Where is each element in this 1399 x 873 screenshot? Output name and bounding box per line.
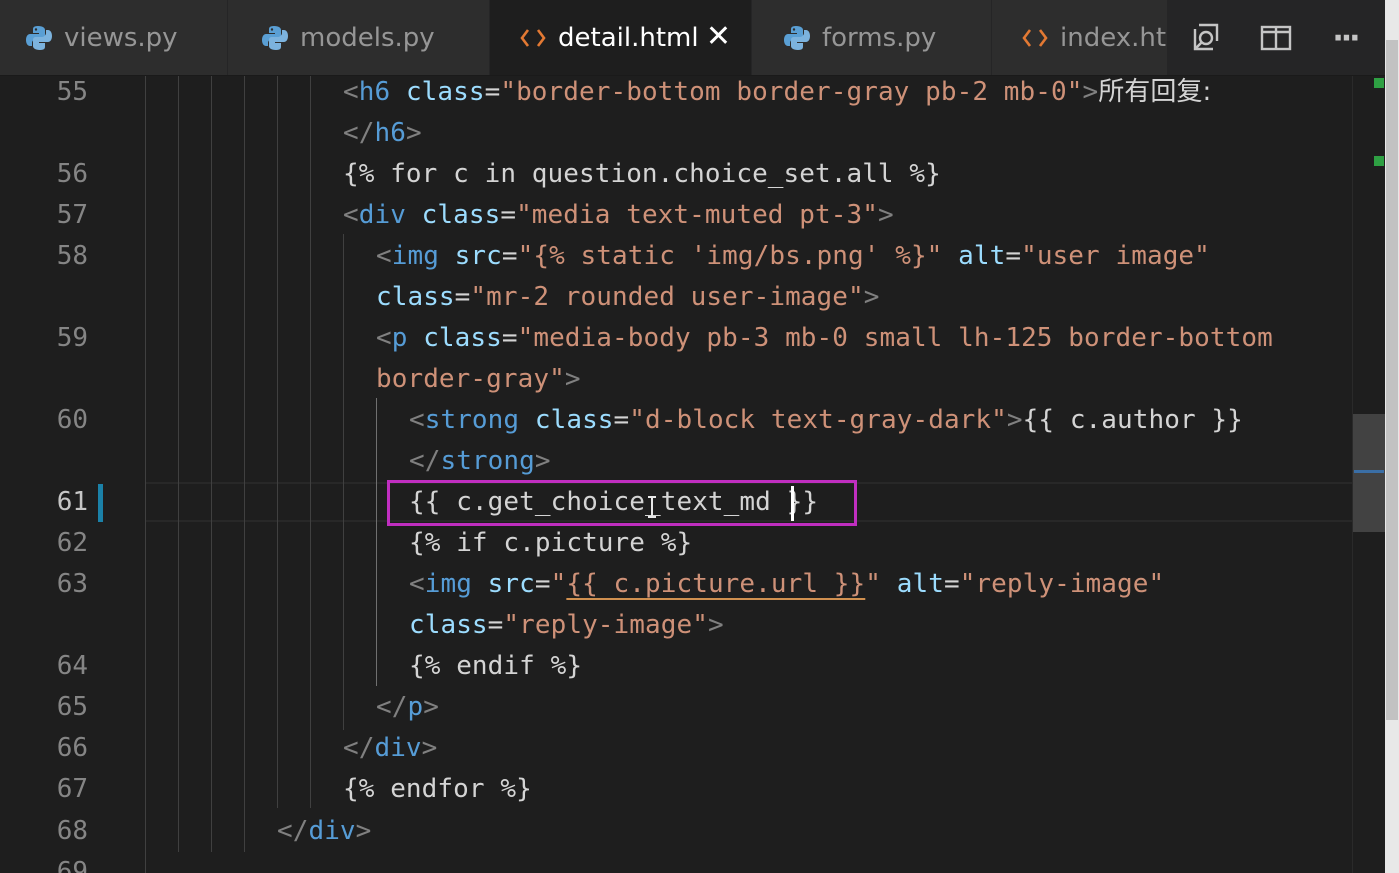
code-line-56: {% for c in question.choice_set.all %} (343, 159, 941, 189)
tab-forms-py[interactable]: forms.py (752, 0, 992, 75)
code-line-63: <img src="{{ c.picture.url }}" alt="repl… (409, 569, 1165, 599)
line-number: 55 (56, 77, 88, 107)
line-number: 57 (56, 200, 88, 230)
indent-guide (178, 76, 179, 852)
code-line-68: </div> (277, 816, 372, 846)
indent-guide (211, 76, 212, 852)
python-icon (26, 25, 52, 51)
indent-guide (145, 76, 146, 873)
tab-detail-html[interactable]: detail.html ✕ (490, 0, 752, 75)
code-line-62: {% if c.picture %} (409, 528, 693, 558)
line-number: 58 (56, 241, 88, 271)
line-number: 68 (56, 816, 88, 846)
open-preview-icon[interactable] (1186, 18, 1226, 58)
git-change-marker (1374, 78, 1384, 88)
indent-guide (244, 76, 245, 852)
tab-index-html[interactable]: index.htr (992, 0, 1168, 75)
editor-tab-bar: views.py models.py detail.html ✕ forms.p… (0, 0, 1399, 76)
tab-label: index.htr (1060, 22, 1168, 53)
annotation-highlight-box (387, 480, 857, 526)
tab-views-py[interactable]: views.py (0, 0, 228, 75)
code-line-55: <h6 class="border-bottom border-gray pb-… (343, 77, 1212, 107)
code-line-58: <img src="{% static 'img/bs.png' %}" alt… (376, 241, 1210, 271)
indent-guide (277, 76, 278, 808)
indent-guide-active (376, 398, 377, 686)
window-scrollbar-thumb[interactable] (1386, 40, 1398, 720)
git-change-marker (1374, 156, 1384, 166)
code-line-55-wrap: </h6> (343, 118, 422, 148)
code-line-66: </div> (343, 733, 438, 763)
modified-line-indicator (98, 484, 103, 522)
line-number: 66 (56, 733, 88, 763)
line-number-current: 61 (56, 487, 88, 517)
tab-label: models.py (300, 22, 435, 53)
split-editor-icon[interactable] (1256, 18, 1296, 58)
indent-guide (343, 234, 344, 730)
text-cursor (791, 486, 794, 521)
line-number: 65 (56, 692, 88, 722)
code-line-64: {% endif %} (409, 651, 583, 681)
code-line-60: <strong class="d-block text-gray-dark">{… (409, 405, 1243, 435)
code-line-61: {{ c.get_choice_text_md }} (409, 487, 819, 517)
line-number: 59 (56, 323, 88, 353)
code-line-57: <div class="media text-muted pt-3"> (343, 200, 894, 230)
editor-scrollbar-thumb[interactable] (1353, 414, 1385, 532)
cursor-position-marker (1354, 470, 1384, 473)
ibeam-cursor-icon (646, 496, 658, 518)
line-number: 56 (56, 159, 88, 189)
code-line-67: {% endfor %} (343, 774, 532, 804)
line-number: 60 (56, 405, 88, 435)
line-number: 64 (56, 651, 88, 681)
line-number: 62 (56, 528, 88, 558)
code-line-60-wrap: </strong> (409, 446, 551, 476)
close-icon[interactable]: ✕ (705, 19, 731, 54)
tab-label: forms.py (822, 22, 937, 53)
code-editor[interactable]: 55 56 57 58 59 60 61 62 63 64 65 66 67 6… (0, 76, 1385, 873)
tab-label: detail.html (558, 22, 699, 53)
python-icon (262, 25, 288, 51)
more-actions-icon[interactable]: ··· (1332, 20, 1360, 56)
code-line-59: <p class="media-body pb-3 mb-0 small lh-… (376, 323, 1273, 353)
html-brackets-icon (1022, 27, 1048, 49)
code-line-63-wrap: class="reply-image"> (409, 610, 724, 640)
indent-guide (310, 76, 311, 808)
code-line-59-wrap: border-gray"> (376, 364, 581, 394)
line-number: 67 (56, 774, 88, 804)
editor-actions: ··· (1168, 0, 1399, 75)
tab-label: views.py (64, 22, 178, 53)
line-number: 69 (56, 857, 88, 873)
html-brackets-icon (520, 27, 546, 49)
code-line-65: </p> (376, 692, 439, 722)
code-line-58-wrap: class="mr-2 rounded user-image"> (376, 282, 880, 312)
line-number: 63 (56, 569, 88, 599)
tab-models-py[interactable]: models.py (228, 0, 490, 75)
python-icon (784, 25, 810, 51)
current-line-highlight (145, 482, 1355, 522)
